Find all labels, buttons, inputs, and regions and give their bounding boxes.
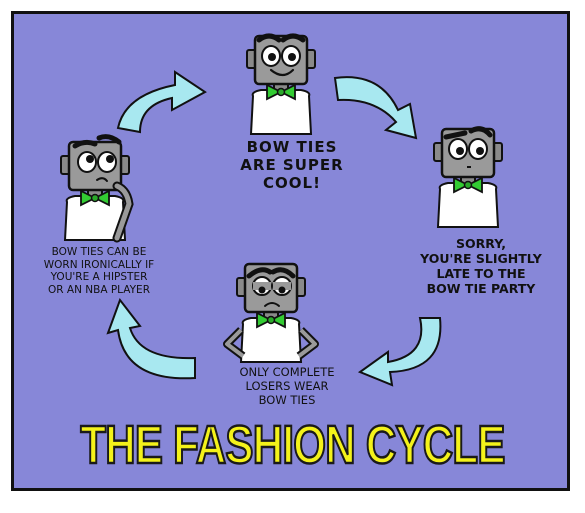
stage-caption-cool: BOW TIES ARE SUPER COOL!	[240, 138, 344, 192]
stage-caption-losers: ONLY COMPLETE LOSERS WEAR BOW TIES	[239, 365, 335, 407]
cycle-arrow	[106, 70, 442, 387]
stage-caption-late: SORRY, YOU'RE SLIGHTLY LATE TO THE BOW T…	[420, 236, 542, 296]
stage-caption-ironic: BOW TIES CAN BE WORN IRONICALLY IF YOU'R…	[43, 246, 155, 296]
robot-character	[59, 134, 134, 243]
robot-character	[432, 126, 504, 229]
robot-character	[223, 262, 319, 364]
comic-title: THE FASHION CYCLE	[79, 414, 506, 477]
robot-character	[245, 36, 317, 136]
